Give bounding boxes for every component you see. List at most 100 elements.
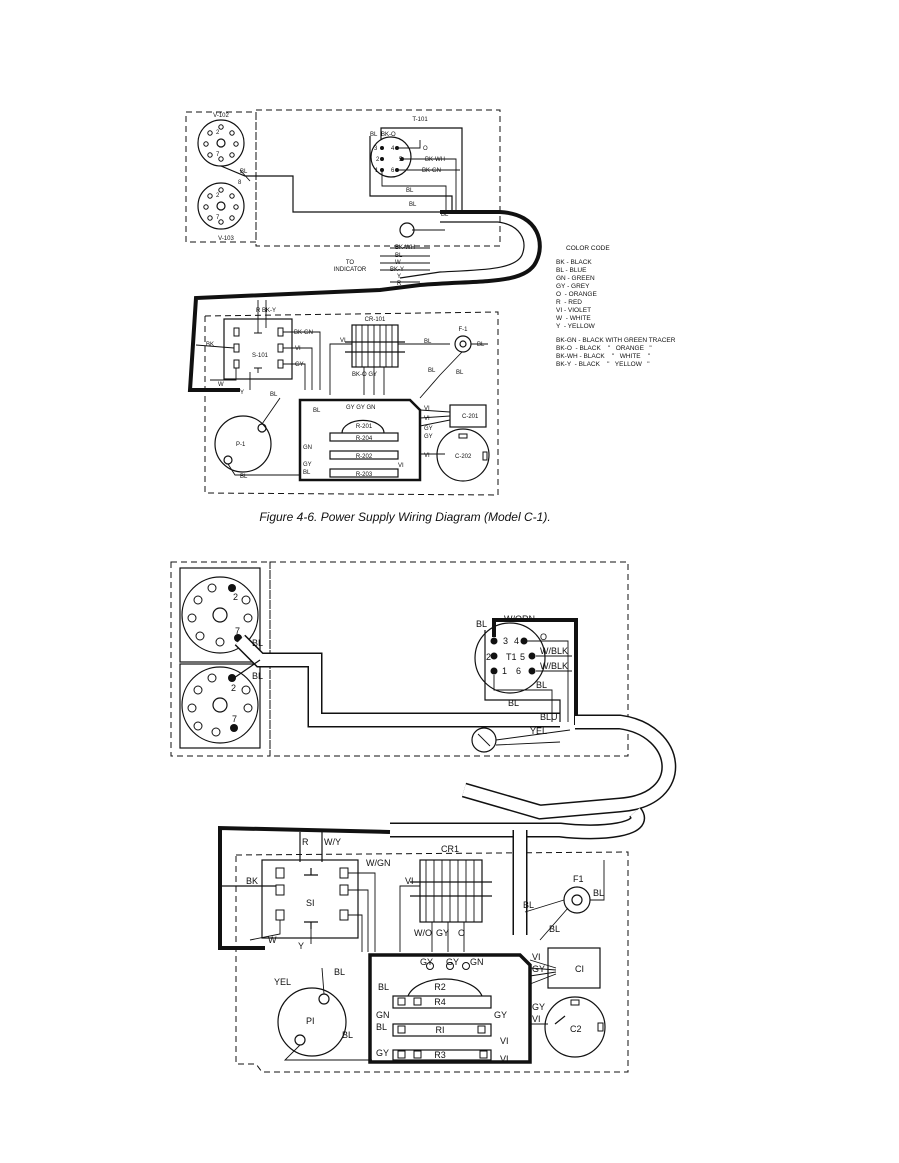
svg-text:R2: R2 xyxy=(434,982,446,992)
svg-text:VI: VI xyxy=(424,406,430,412)
harness-to-switch xyxy=(218,825,391,950)
legend-item: GN - GREEN xyxy=(556,275,595,282)
svg-text:VI: VI xyxy=(340,338,346,344)
chassis-enclosure-bottom xyxy=(235,851,629,1073)
tube-socket-v103: V-103 2 7 xyxy=(197,182,245,242)
svg-text:VI: VI xyxy=(424,453,430,459)
svg-text:RI: RI xyxy=(436,1025,445,1035)
svg-text:GY: GY xyxy=(532,1002,545,1012)
svg-text:2: 2 xyxy=(231,683,236,693)
legend-item: O - ORANGE xyxy=(556,291,597,298)
svg-text:4: 4 xyxy=(391,146,395,152)
t101-label: T-101 xyxy=(412,117,428,123)
svg-text:W/Y: W/Y xyxy=(324,837,341,847)
resistor-board-bottom: R2 R4 RI R3 GY GY GN BL GN BL GY xyxy=(368,953,532,1064)
svg-text:C2: C2 xyxy=(570,1024,582,1034)
svg-text:BK-GN: BK-GN xyxy=(294,330,313,336)
svg-text:BL: BL xyxy=(342,1030,353,1040)
svg-text:R-204: R-204 xyxy=(356,436,373,442)
svg-text:BK-O GY: BK-O GY xyxy=(352,372,377,378)
svg-text:VI: VI xyxy=(532,1014,541,1024)
svg-text:1: 1 xyxy=(375,168,379,174)
svg-text:C-201: C-201 xyxy=(462,414,479,420)
svg-text:O: O xyxy=(458,928,465,938)
legend-tracer-item: BK-Y - BLACK " YELLOW " xyxy=(556,361,650,368)
svg-text:GY: GY xyxy=(532,964,545,974)
fuse-f1: F-1 xyxy=(454,327,472,353)
svg-text:VI: VI xyxy=(405,876,414,886)
svg-text:2: 2 xyxy=(376,157,380,163)
svg-text:GY: GY xyxy=(376,1048,389,1058)
svg-text:BL: BL xyxy=(476,619,487,629)
v102-pin-7: 7 xyxy=(216,152,220,158)
svg-text:GY GY GN: GY GY GN xyxy=(346,405,375,411)
svg-text:CR-101: CR-101 xyxy=(365,317,386,323)
svg-text:BL: BL xyxy=(424,339,432,345)
svg-text:3: 3 xyxy=(374,146,378,152)
fuse-f1-bottom: F1 xyxy=(563,874,591,914)
svg-text:BL: BL xyxy=(536,680,547,690)
plug-p1: P-1 xyxy=(214,415,272,473)
rectifier-cr101: CR-101 xyxy=(345,317,405,368)
svg-text:BK: BK xyxy=(206,342,214,348)
t101-bko-wire xyxy=(380,127,463,212)
svg-text:GN: GN xyxy=(376,1010,390,1020)
svg-text:TO: TO xyxy=(346,260,355,266)
svg-text:R4: R4 xyxy=(434,997,446,1007)
svg-text:BK-Y: BK-Y xyxy=(390,267,404,273)
tube-socket-v102: V-102 2 7 xyxy=(197,113,245,167)
svg-text:BL: BL xyxy=(334,967,345,977)
grommet-top xyxy=(399,222,415,238)
svg-text:BL: BL xyxy=(370,132,378,138)
svg-text:VI: VI xyxy=(500,1054,509,1064)
legend-tracer-item: BK-O - BLACK " ORANGE " xyxy=(556,345,652,352)
svg-text:Y: Y xyxy=(298,941,304,951)
t1-worn-wire xyxy=(492,618,578,725)
svg-text:SI: SI xyxy=(306,898,315,908)
svg-text:BL: BL xyxy=(508,698,519,708)
svg-text:BL: BL xyxy=(549,924,560,934)
svg-text:INDICATOR: INDICATOR xyxy=(334,267,367,273)
svg-text:W: W xyxy=(395,260,401,266)
tube-filament-wire xyxy=(220,165,440,213)
svg-text:W: W xyxy=(218,382,224,388)
tube-pin-8-label: 8 xyxy=(238,180,242,186)
svg-text:BL: BL xyxy=(395,253,403,259)
svg-text:4: 4 xyxy=(514,636,519,646)
svg-text:R3: R3 xyxy=(434,1050,446,1060)
svg-text:GY: GY xyxy=(420,957,433,967)
legend-item: VI - VIOLET xyxy=(556,307,592,314)
svg-text:GY: GY xyxy=(446,957,459,967)
svg-text:F-1: F-1 xyxy=(459,327,469,333)
svg-text:BL: BL xyxy=(240,474,248,480)
svg-text:7: 7 xyxy=(235,626,240,636)
plug-p1-bottom: PI xyxy=(277,987,347,1057)
svg-text:GN: GN xyxy=(470,957,484,967)
svg-text:BL: BL xyxy=(441,212,449,218)
svg-text:6: 6 xyxy=(516,666,521,676)
svg-text:BLU: BLU xyxy=(540,712,558,722)
svg-text:R-203: R-203 xyxy=(356,472,373,478)
v103-pin-7: 7 xyxy=(216,215,220,221)
tube-bl-label: BL xyxy=(240,169,248,175)
color-code-legend: COLOR CODE BK - BLACK BL - BLUE GN - GRE… xyxy=(556,245,706,369)
svg-text:BL: BL xyxy=(428,368,436,374)
svg-text:5: 5 xyxy=(399,157,403,163)
svg-text:R: R xyxy=(302,837,309,847)
svg-text:VI: VI xyxy=(500,1036,509,1046)
top-wiring-diagram: V-102 2 7 V-103 2 7 BL 8 xyxy=(185,109,542,496)
svg-text:GY: GY xyxy=(436,928,449,938)
v102-label: V-102 xyxy=(213,113,229,119)
legend-tracer-item: BK-WH - BLACK " WHITE " xyxy=(556,353,651,360)
transformer-enclosure-bottom xyxy=(269,561,629,757)
svg-text:2: 2 xyxy=(486,652,491,662)
v103-label: V-103 xyxy=(218,236,234,242)
v103-pin-2: 2 xyxy=(216,193,220,199)
resistor-board-top: R-201 R-204 R-202 R-203 GY GY GN BL GN G… xyxy=(298,398,422,482)
svg-text:BL: BL xyxy=(523,900,534,910)
rectifier-cr1: CR1 xyxy=(410,844,492,923)
svg-text:T1: T1 xyxy=(506,652,517,662)
bottom-wiring-diagram: 2 7 2 7 BL BL xyxy=(170,561,677,1073)
capacitor-c201: C-201 xyxy=(449,404,487,428)
legend-item: BK - BLACK xyxy=(556,259,592,266)
